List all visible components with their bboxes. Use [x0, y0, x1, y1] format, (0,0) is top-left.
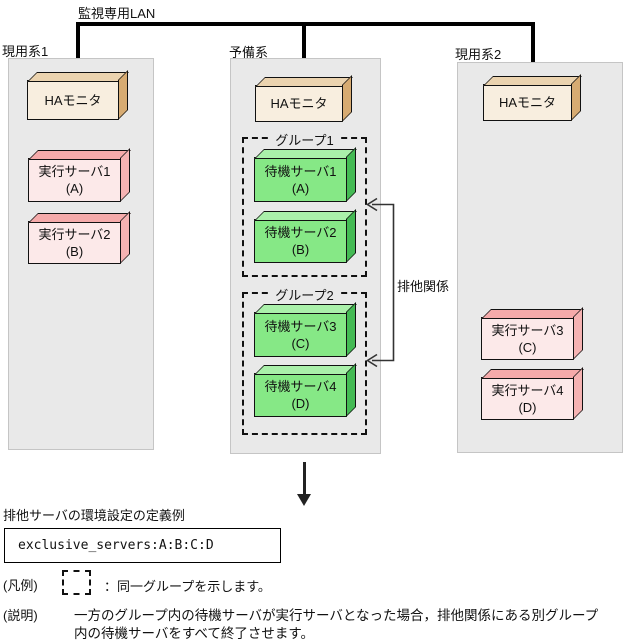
server-name: 実行サーバ2: [38, 226, 111, 242]
server-name: 実行サーバ3: [491, 322, 564, 338]
legend-label: (凡例): [3, 578, 38, 593]
dashed-box-icon: [62, 570, 91, 595]
note-label: (説明): [3, 608, 38, 623]
standby-server-box-4: 待機サーバ4 (D): [254, 373, 347, 417]
ha-monitor-box-active2: HAモニタ: [483, 84, 572, 121]
column-title-active2: 現用系2: [455, 47, 502, 62]
legend-text: ：同一グループを示します。: [104, 579, 271, 594]
code-text: exclusive_servers:A:B:C:D: [18, 538, 214, 553]
server-id: (C): [518, 339, 537, 355]
server-id: (A): [291, 180, 310, 196]
definition-title: 排他サーバの環境設定の定義例: [3, 508, 185, 523]
server-id: (B): [65, 243, 84, 259]
active-server-box-1: 実行サーバ1 (A): [28, 158, 121, 202]
active-server-box-4: 実行サーバ4 (D): [481, 377, 574, 420]
server-name: 実行サーバ1: [38, 164, 111, 179]
column-title-active1: 現用系1: [2, 44, 49, 59]
lan-drop-right: [531, 24, 535, 63]
ha-monitor-box-active1: HAモニタ: [27, 80, 119, 120]
ha-monitor-box-standby: HAモニタ: [255, 85, 343, 122]
lan-label: 監視専用LAN: [78, 6, 156, 21]
lan-drop-left: [76, 24, 80, 59]
group-box-1: グループ1: [242, 130, 367, 277]
server-id: (B): [291, 242, 310, 257]
server-name: 実行サーバ4: [491, 382, 564, 398]
server-id: (C): [291, 335, 310, 351]
server-name: 待機サーバ3: [264, 318, 337, 334]
down-arrowhead-icon: [297, 494, 311, 506]
server-id: (A): [65, 181, 84, 196]
server-name: 待機サーバ2: [264, 225, 337, 240]
flow-down-arrow: [303, 462, 306, 496]
server-name: 待機サーバ1: [264, 163, 337, 179]
lan-drop-middle: [302, 24, 306, 59]
group-box-2: グループ2: [242, 285, 367, 435]
note-line-1: 一方のグループ内の待機サーバが実行サーバとなった場合，排他関係にある別グループ: [74, 608, 599, 623]
standby-server-box-1: 待機サーバ1 (A): [254, 157, 347, 202]
note-line-2: 内の待機サーバをすべて終了させます。: [74, 626, 315, 640]
ha-monitor-label: HAモニタ: [270, 96, 328, 111]
group-label-2: グループ2: [270, 285, 339, 304]
active-server-box-2: 実行サーバ2 (B): [28, 221, 121, 264]
standby-server-box-3: 待機サーバ3 (C): [254, 312, 347, 357]
exclusive-relation-label: 排他関係: [397, 279, 450, 294]
standby-server-box-2: 待機サーバ2 (B): [254, 219, 347, 263]
group-label-1: グループ1: [270, 130, 339, 149]
ha-monitor-label: HAモニタ: [498, 95, 557, 110]
column-title-standby: 予備系: [229, 45, 269, 60]
server-id: (D): [291, 396, 310, 411]
active-server-box-3: 実行サーバ3 (C): [481, 317, 574, 360]
code-box: exclusive_servers:A:B:C:D: [4, 528, 281, 563]
server-name: 待機サーバ4: [264, 379, 337, 394]
server-id: (D): [518, 399, 537, 415]
ha-monitor-label: HAモニタ: [44, 92, 102, 108]
